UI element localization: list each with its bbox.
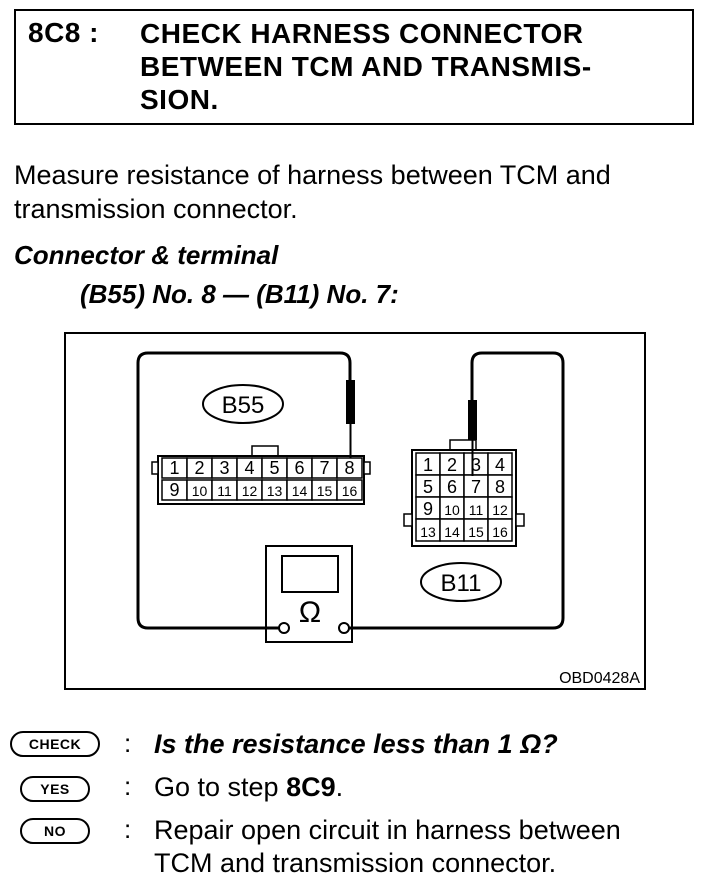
check-question: Is the resistance less than 1 Ω? xyxy=(154,729,558,759)
b55-pin-4: 4 xyxy=(244,458,254,478)
b55-label-oval xyxy=(202,384,284,424)
b55-pin-3: 3 xyxy=(219,458,229,478)
b11-pin-6: 6 xyxy=(447,477,457,497)
b11-pin-1: 1 xyxy=(423,455,433,475)
b11-pin-2: 2 xyxy=(447,455,457,475)
meter-terminal-left xyxy=(278,622,290,634)
no-colon: : xyxy=(124,814,132,844)
b11-pin-8: 8 xyxy=(495,477,505,497)
b55-pin-10: 10 xyxy=(192,483,208,499)
connector-detail: (B55) No. 8 — (B11) No. 7: xyxy=(80,279,399,309)
ohmmeter-display xyxy=(281,555,339,593)
diagram-frame xyxy=(64,332,646,690)
intro-line-2: transmission connector. xyxy=(14,194,298,224)
no-line-2: TCM and transmission connector. xyxy=(154,848,557,878)
yes-badge: YES xyxy=(20,776,90,802)
no-line-1: Repair open circuit in harness between xyxy=(154,815,621,845)
step-header-box: 8C8 : CHECK HARNESS CONNECTOR BETWEEN TC… xyxy=(14,9,694,125)
b11-label-oval xyxy=(420,562,502,602)
b11-pin-16: 16 xyxy=(492,524,508,540)
connector-heading: Connector & terminal xyxy=(14,240,279,270)
b55-pin-6: 6 xyxy=(294,458,304,478)
step-title-line-3: SION. xyxy=(140,84,219,115)
lead-to-b11 xyxy=(349,351,565,630)
b11-pin-10: 10 xyxy=(444,502,460,518)
b55-pin-8: 8 xyxy=(344,458,354,478)
figure-code: OBD0428A xyxy=(559,670,640,687)
yes-suffix: . xyxy=(335,772,344,802)
b55-pin-15: 15 xyxy=(317,483,333,499)
step-title-line-2: BETWEEN TCM AND TRANSMIS- xyxy=(140,51,592,82)
lead-to-b55 xyxy=(136,351,352,630)
b11-pin-11: 11 xyxy=(469,502,484,518)
b55-pin-11: 11 xyxy=(217,483,232,499)
intro-line-1: Measure resistance of harness between TC… xyxy=(14,160,611,190)
b11-pin-7: 7 xyxy=(471,477,481,497)
b55-label: B55 xyxy=(222,392,265,419)
check-colon: : xyxy=(124,728,132,758)
b11-pin-13: 13 xyxy=(420,524,436,540)
b11-pin-9: 9 xyxy=(423,499,433,519)
check-badge: CHECK xyxy=(10,731,100,757)
b55-pin-14: 14 xyxy=(292,483,308,499)
yes-colon: : xyxy=(124,771,132,801)
probe-b11 xyxy=(468,400,477,440)
b11-pin-12: 12 xyxy=(492,502,508,518)
yes-answer: Go to step 8C9. xyxy=(154,771,343,804)
yes-step-link: 8C9 xyxy=(286,772,336,802)
b11-pin-3: 3 xyxy=(471,455,481,475)
b11-pin-14: 14 xyxy=(444,524,460,540)
b55-pin-16: 16 xyxy=(342,483,358,499)
b55-pin-12: 12 xyxy=(242,483,258,499)
b55-pin-13: 13 xyxy=(267,483,283,499)
yes-prefix: Go to step xyxy=(154,772,287,802)
probe-b55 xyxy=(346,380,355,424)
step-number: 8C8 : xyxy=(28,17,99,48)
b55-pin-16-cell xyxy=(336,479,363,501)
ohm-symbol: Ω xyxy=(299,596,321,629)
b11-pin-4: 4 xyxy=(495,455,505,475)
no-badge: NO xyxy=(20,818,90,844)
no-answer: Repair open circuit in harness between T… xyxy=(154,814,621,880)
meter-terminal-right xyxy=(338,622,350,634)
b11-pin-16-cell xyxy=(487,518,513,542)
b55-pin-9: 9 xyxy=(169,480,179,500)
b55-pin-7: 7 xyxy=(319,458,329,478)
b55-pin-2: 2 xyxy=(194,458,204,478)
b55-pin-5: 5 xyxy=(269,458,279,478)
b11-label: B11 xyxy=(441,570,482,597)
step-title: CHECK HARNESS CONNECTOR BETWEEN TCM AND … xyxy=(140,17,680,116)
ohmmeter: Ω xyxy=(265,545,353,643)
b55-pin-1: 1 xyxy=(169,458,179,478)
b55-latch xyxy=(251,445,279,457)
b11-pin-5: 5 xyxy=(423,477,433,497)
intro-text: Measure resistance of harness between TC… xyxy=(14,158,714,226)
step-title-line-1: CHECK HARNESS CONNECTOR xyxy=(140,18,584,49)
b11-pin-15: 15 xyxy=(468,524,484,540)
